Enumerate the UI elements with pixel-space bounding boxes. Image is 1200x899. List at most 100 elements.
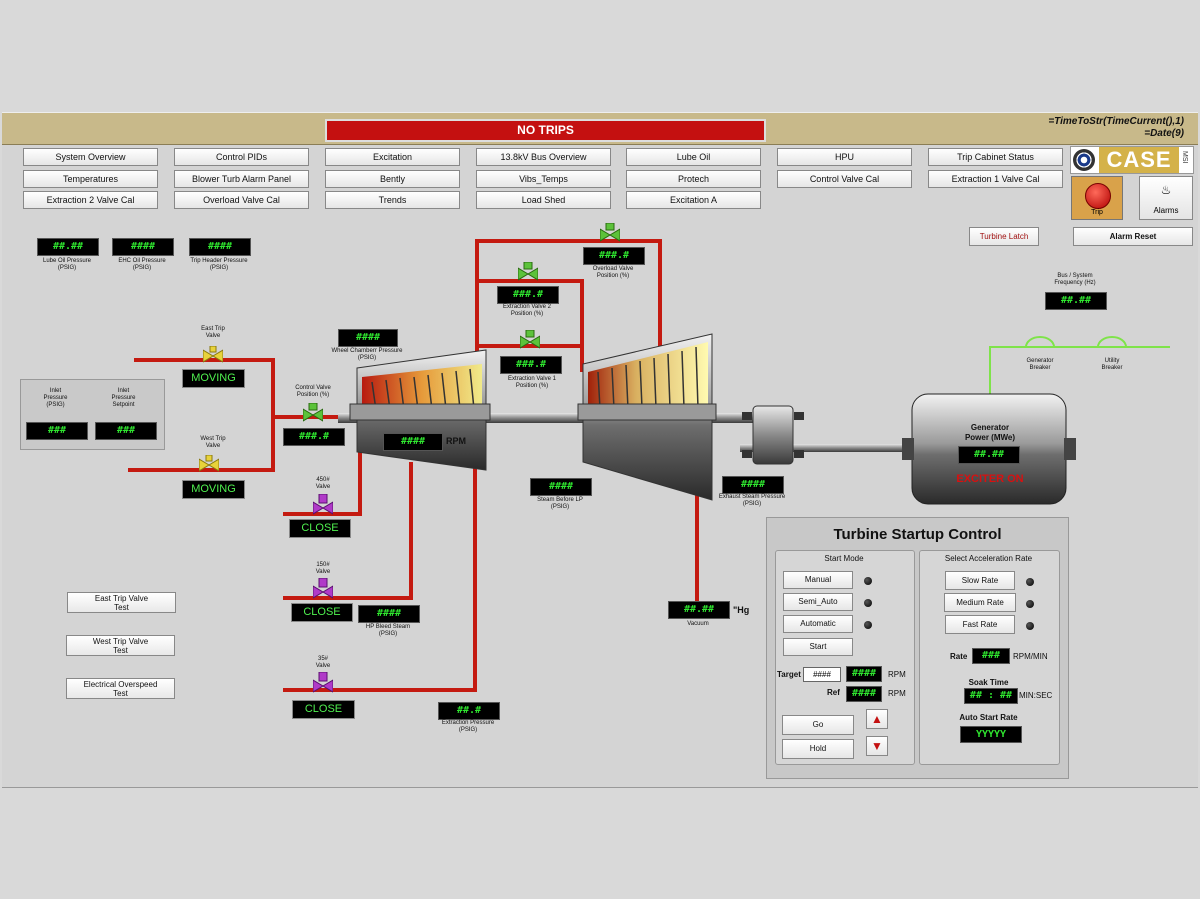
ext1-valve-icon[interactable] [519,329,541,350]
overload-valve-icon[interactable] [599,222,621,243]
west-trip-valve-label: West Trip Valve [200,436,226,449]
inlet-setpoint-label: Inlet Pressure Setpoint [111,388,136,408]
semi-auto-mode-button[interactable]: Semi_Auto [783,593,853,611]
nav-button-overload-valve-cal[interactable]: Overload Valve Cal [174,191,309,209]
valve-35-label: 35# Valve [315,656,331,669]
generator-breaker-label[interactable]: Generator Breaker [1026,358,1054,371]
alarm-reset-button[interactable]: Alarm Reset [1073,227,1193,246]
nav-button-excitation[interactable]: Excitation [325,148,460,166]
exhaust-readout: #### [722,476,784,494]
vacuum-unit: "Hg [733,605,750,615]
steam-lp-label: Steam Before LP (PSIG) [537,497,583,510]
control-valve-icon[interactable] [302,402,324,423]
turbine-latch-button[interactable]: Turbine Latch [969,227,1039,246]
coupling [752,405,794,465]
coupling-bolts-left [742,412,752,420]
increase-arrow-button[interactable]: ▲ [866,709,888,729]
nav-button-lube-oil[interactable]: Lube Oil [626,148,761,166]
target-readout: #### [846,666,882,682]
medium-rate-button[interactable]: Medium Rate [944,593,1016,612]
target-rpm-unit: RPM [888,670,906,679]
trip-button[interactable]: Trip [1071,176,1123,220]
steam-lp-readout: #### [530,478,592,496]
ehc-oil-label: EHC Oil Pressure (PSIG) [118,258,166,271]
trip-label: Trip [1091,209,1103,216]
nav-button-blower-turb-alarm-panel[interactable]: Blower Turb Alarm Panel [174,170,309,188]
startup-title: Turbine Startup Control [833,526,1002,543]
fast-rate-button[interactable]: Fast Rate [945,615,1015,634]
trip-header-label: Trip Header Pressure (PSIG) [190,258,248,271]
pipe-150 [283,462,413,600]
gear-icon [1073,149,1095,171]
coupling-bolts-left2 [742,450,752,458]
nav-button-extraction-1-valve-cal[interactable]: Extraction 1 Valve Cal [928,170,1063,188]
nav-button-trip-cabinet-status[interactable]: Trip Cabinet Status [928,148,1063,166]
target-input[interactable]: #### [803,667,841,682]
clock-date: =Date(9) [1144,128,1184,139]
ref-label: Ref [827,688,840,697]
ext2-readout: ###.# [497,286,559,304]
hp-bleed-label: HP Bleed Steam (PSIG) [365,624,411,637]
nav-button-protech[interactable]: Protech [626,170,761,188]
nav-button-13-8kv-bus-overview[interactable]: 13.8kV Bus Overview [476,148,611,166]
nav-button-hpu[interactable]: HPU [777,148,912,166]
nav-button-control-pids[interactable]: Control PIDs [174,148,309,166]
lp-flange [577,403,717,421]
ehc-oil-readout: #### [112,238,174,256]
overload-readout: ###.# [583,247,645,265]
nav-button-vibs-temps[interactable]: Vibs_Temps [476,170,611,188]
rpm-unit: RPM [446,436,466,446]
manual-mode-button[interactable]: Manual [783,571,853,589]
valve-450-status: CLOSE [289,519,351,538]
inlet-pressure-readout: ### [26,422,88,440]
gen-breaker-arc [1025,336,1055,348]
exhaust-label: Exhaust Steam Pressure (PSIG) [718,494,786,507]
nav-button-excitation-a[interactable]: Excitation A [626,191,761,209]
nav-button-control-valve-cal[interactable]: Control Valve Cal [777,170,912,188]
arrow-down-icon: ▼ [871,739,883,753]
lp-blades [588,342,708,410]
east-trip-valve-test-button[interactable]: East Trip Valve Test [67,592,176,613]
valve-450-icon[interactable] [312,493,334,516]
rate-readout: ### [972,648,1010,664]
pipe-450 [283,430,362,516]
breaker-line [989,346,1170,394]
gen-power-label: Generator Power (MWe) [964,423,1016,442]
rate-label: Rate [950,652,968,661]
go-button[interactable]: Go [782,715,854,735]
ext1-label: Extraction Valve 1 Position (%) [508,376,556,389]
auto-start-rate-label: Auto Start Rate [959,713,1018,722]
lube-oil-readout: ##.## [37,238,99,256]
rpm-readout: #### [383,433,443,451]
nav-button-temperatures[interactable]: Temperatures [23,170,158,188]
east-trip-valve-label: East Trip Valve [201,326,225,339]
bell-icon: ♨ [1160,183,1172,197]
utility-breaker-label[interactable]: Utility Breaker [1101,358,1123,371]
start-button[interactable]: Start [783,638,853,656]
hold-button[interactable]: Hold [782,739,854,759]
slow-rate-button[interactable]: Slow Rate [945,571,1015,590]
alarms-button[interactable]: ♨ Alarms [1139,176,1193,220]
valve-150-icon[interactable] [312,577,334,600]
ext2-valve-icon[interactable] [517,261,539,282]
west-trip-valve-test-button[interactable]: West Trip Valve Test [66,635,175,656]
util-breaker-arc [1097,336,1127,348]
valve-35-icon[interactable] [312,671,334,694]
nav-button-system-overview[interactable]: System Overview [23,148,158,166]
nav-button-load-shed[interactable]: Load Shed [476,191,611,209]
nav-button-extraction-2-valve-cal[interactable]: Extraction 2 Valve Cal [23,191,158,209]
clock-time: =TimeToStr(TimeCurrent(),1) [1048,116,1184,127]
east-trip-valve-icon[interactable] [202,345,224,366]
arrow-up-icon: ▲ [871,712,883,726]
slow-rate-led [1026,578,1034,586]
soak-time-unit: MIN:SEC [1019,691,1053,700]
nav-button-trends[interactable]: Trends [325,191,460,209]
electrical-overspeed-test-button[interactable]: Electrical Overspeed Test [66,678,175,699]
pipe-ext-loop [475,239,662,378]
trip-icon [1085,183,1111,209]
automatic-mode-button[interactable]: Automatic [783,615,853,633]
nav-button-bently[interactable]: Bently [325,170,460,188]
overload-label: Overload Valve Position (%) [592,266,634,279]
decrease-arrow-button[interactable]: ▼ [866,736,888,756]
west-trip-valve-icon[interactable] [198,454,220,475]
